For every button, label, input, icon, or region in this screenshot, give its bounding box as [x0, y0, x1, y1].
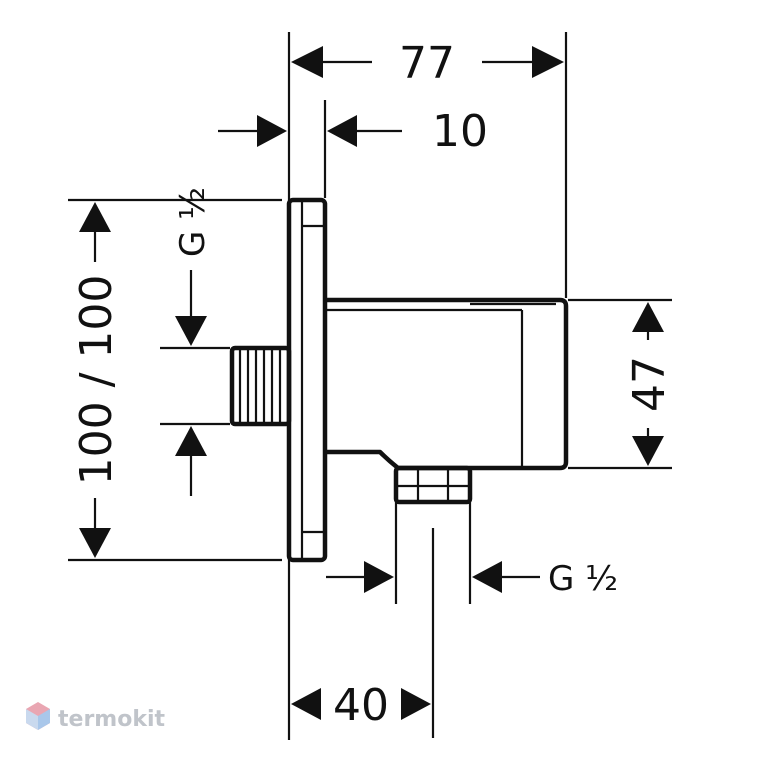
extension-lines [68, 32, 672, 740]
inlet-thread-label: G ½ [173, 187, 213, 257]
termokit-logo-icon [26, 702, 50, 730]
arrowhead [401, 688, 431, 720]
dimension-47: 47 [624, 302, 675, 466]
arrowhead [291, 688, 321, 720]
outlet-body [327, 297, 569, 471]
termokit-watermark: termokit [26, 702, 165, 732]
arrowhead [632, 436, 664, 466]
dimension-40: 40 [291, 680, 431, 731]
arrowhead [79, 202, 111, 232]
dimension-100-100: 100 / 100 [71, 202, 122, 558]
wall-plate [286, 197, 328, 563]
arrowhead [472, 561, 502, 593]
dimension-40-label: 40 [333, 680, 389, 731]
arrowhead [175, 426, 207, 456]
arrowhead [327, 115, 357, 147]
termokit-brand-text: termokit [58, 707, 165, 732]
arrowhead [257, 115, 287, 147]
arrowhead [79, 528, 111, 558]
outlet-nut [393, 465, 473, 738]
dimension-100-label: 100 / 100 [71, 275, 122, 486]
inlet-thread [229, 345, 292, 427]
outlet-thread-label: G ½ [548, 559, 618, 599]
outlet-thread-dimension: G ½ [326, 559, 618, 599]
dimension-10-label: 10 [432, 106, 488, 157]
arrowhead [364, 561, 394, 593]
arrowhead [291, 46, 323, 78]
arrowhead [632, 302, 664, 332]
dimension-47-label: 47 [624, 356, 675, 412]
dimension-10: 10 [218, 106, 488, 157]
dimension-77-label: 77 [399, 38, 455, 89]
arrowhead [175, 316, 207, 346]
dimension-77: 77 [291, 38, 564, 89]
inlet-thread-dimension: G ½ [173, 187, 213, 496]
arrowhead [532, 46, 564, 78]
